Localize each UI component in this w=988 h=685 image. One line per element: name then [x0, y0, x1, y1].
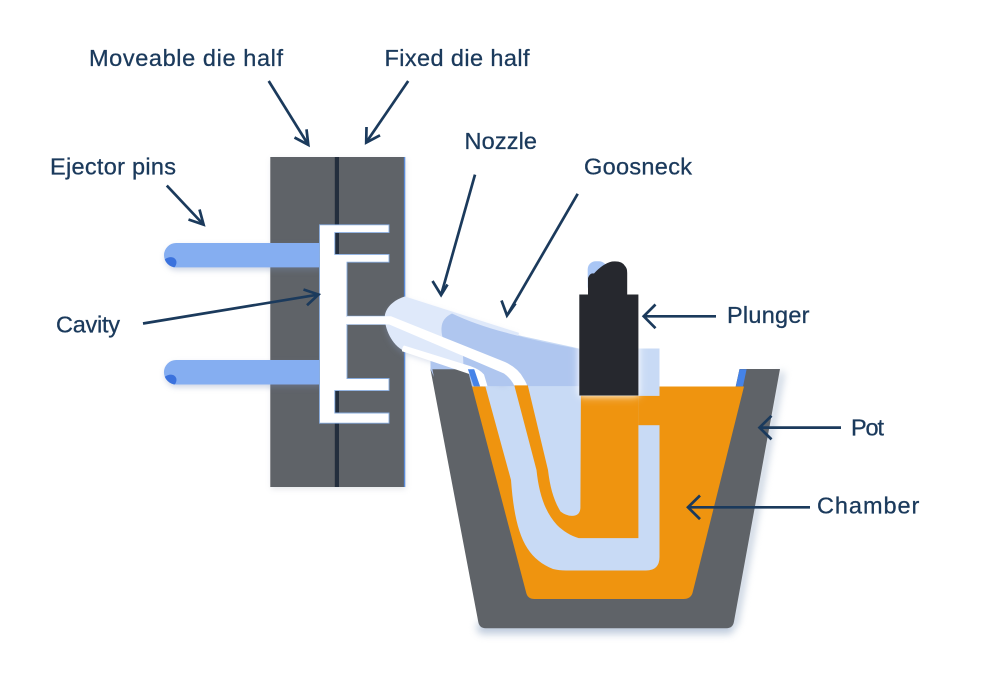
- svg-text:Chamber: Chamber: [817, 492, 919, 518]
- svg-text:Moveable die half: Moveable die half: [89, 45, 283, 71]
- svg-text:Plunger: Plunger: [727, 302, 810, 328]
- svg-text:Nozzle: Nozzle: [465, 128, 538, 154]
- svg-text:Cavity: Cavity: [56, 312, 120, 338]
- svg-text:Goosneck: Goosneck: [584, 153, 692, 179]
- svg-text:Ejector pins: Ejector pins: [50, 154, 176, 180]
- svg-text:Pot: Pot: [851, 414, 884, 440]
- svg-text:Fixed die half: Fixed die half: [385, 45, 530, 71]
